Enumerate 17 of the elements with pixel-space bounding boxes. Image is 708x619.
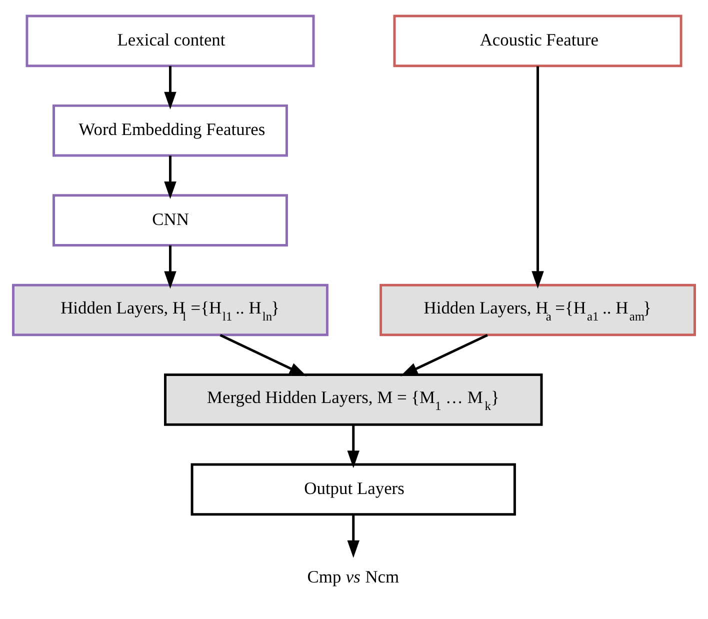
arrow [164,244,176,288]
node-box: CNN [52,194,288,246]
node-text: Cmp vs Ncm [307,566,400,586]
arrow [347,424,360,468]
arrow [220,333,307,376]
arrow [347,514,360,558]
arrow [400,333,488,376]
node-box: Merged Hidden Layers, M = {M$_{1}$ … M$_{k}$} [164,373,543,426]
node-box: Hidden Layers, H$_{l}$ ={H$_{l1}$ .. H$_{ln}$} [12,283,328,336]
arrow [164,155,176,199]
node-box: Acoustic Feature [393,14,682,67]
node-box: Lexical content [26,14,315,67]
arrow [532,66,544,288]
node-box: Hidden Layers, H$_{a}$ ={H$_{a1}$ .. H$_{am}$} [380,283,696,336]
node-box: Output Layers [190,462,516,516]
arrow [164,65,176,109]
node-box: Word Embedding Features [52,104,288,156]
